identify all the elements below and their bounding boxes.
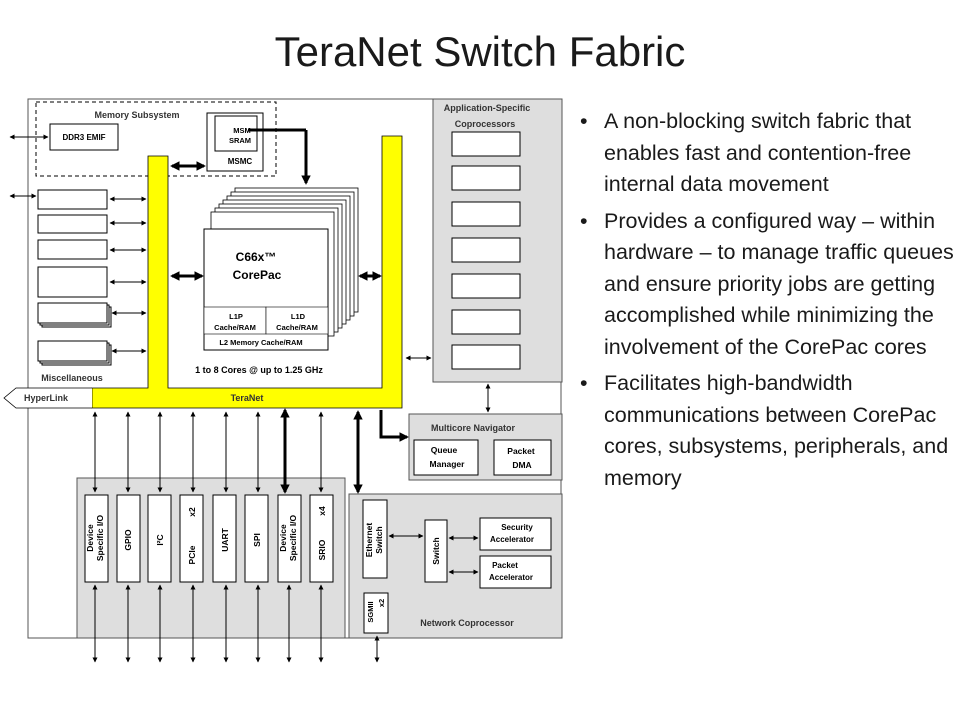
switch-block [424,519,448,583]
bullet-glyph: • [580,109,588,133]
network-coprocessor-label: Network Coprocessor [420,618,514,628]
coprocessor-slot [451,309,521,335]
uart-label: UART [220,527,230,551]
ddr3-emif-block [49,123,119,151]
l1p-label-1: L1P [229,312,243,321]
coprocessor-slot [451,237,521,263]
corepac-label-1: C66x™ [236,250,277,264]
queue-manager-label-2: Manager [430,459,466,469]
hyperlink-arrow [3,387,92,409]
coprocessor-slot [451,201,521,227]
security-accelerator-label-1: Security [501,523,533,532]
sgmii-label: SGMII [366,601,375,622]
msm-sram-label-1: MSM [233,126,251,135]
bullet-list: • A non-blocking switch fabric that enabl… [578,106,956,499]
l2-label: L2 Memory Cache/RAM [219,338,302,347]
app-coprocessors-label-2: Coprocessors [455,119,516,129]
gpio-label: GPIO [123,529,133,551]
bullet-item: • Provides a configured way – within hard… [578,206,956,364]
ddr3-emif-label: DDR3 EMIF [62,133,105,142]
slide-title: TeraNet Switch Fabric [274,28,686,75]
packet-dma-label-2: DMA [512,460,531,470]
msm-sram-block [214,115,258,152]
memory-subsystem-label: Memory Subsystem [94,110,179,120]
multicore-navigator-label: Multicore Navigator [431,423,516,433]
sgmii-block [363,592,389,634]
srio-label: SRIO [317,539,327,560]
i2c-label: I²C [155,534,165,545]
cores-label: 1 to 8 Cores @ up to 1.25 GHz [195,365,323,375]
app-coprocessors-label-1: Application-Specific [444,103,531,113]
misc-block [37,302,108,324]
security-accelerator-block [479,517,552,551]
l1p-block [203,306,267,335]
misc-block [37,239,108,260]
msmc-label: MSMC [228,157,253,166]
coprocessor-slot [451,165,521,191]
corepac-label-2: CorePac [233,268,282,282]
bullet-item: • A non-blocking switch fabric that enabl… [578,106,956,201]
packet-accelerator-label-2: Accelerator [489,573,533,582]
packet-accelerator-block [479,555,552,589]
teranet-bus [91,135,403,409]
l1d-label-1: L1D [291,312,306,321]
ethernet-switch-label-2: Switch [374,526,384,553]
bullet-glyph: • [580,208,588,233]
coprocessor-slot [451,273,521,299]
spi-label: SPI [252,533,262,547]
l1d-block [265,306,329,335]
queue-manager-block [413,439,479,476]
bullet-text: A non-blocking switch fabric that enable… [604,109,912,196]
misc-block [37,189,108,210]
packet-dma-block [493,439,552,476]
teranet-label: TeraNet [231,393,264,403]
security-accelerator-label-2: Accelerator [490,535,534,544]
dev-io-2-label-2: Specific I/O [288,514,298,561]
msm-sram-label-2: SRAM [229,136,251,145]
dev-io-2-label-1: Device [278,524,288,552]
dev-io-1-label-2: Specific I/O [95,514,105,561]
hyperlink-label: HyperLink [24,393,69,403]
coprocessor-slot [451,131,521,157]
packet-accelerator-label-1: Packet [492,561,518,570]
bullet-item: • Facilitates high-bandwidth communicatio… [578,368,956,494]
srio-lanes-label: x4 [317,506,327,516]
ethernet-switch-label-1: Ethernet [364,523,374,558]
peripheral-bus-arrows [92,411,324,493]
sgmii-lanes-label: x2 [377,599,386,607]
misc-block [37,340,108,362]
dev-io-1-label-1: Device [85,524,95,552]
packet-dma-label-1: Packet [507,446,535,456]
ethernet-switch-block [362,499,388,579]
miscellaneous-label: Miscellaneous [41,373,103,383]
bullet-text: Provides a configured way – within hardw… [604,208,954,359]
queue-manager-label-1: Queue [431,445,458,455]
bullet-glyph: • [580,371,588,395]
misc-block [37,214,108,234]
teranet-navigator-arrow [379,410,409,442]
pcie-lanes-label: x2 [187,507,197,517]
misc-block [37,266,108,298]
l1p-label-2: Cache/RAM [214,323,256,332]
bullet-text: Facilitates high-bandwidth communication… [604,371,949,490]
peripheral-external-arrows [92,584,324,663]
coprocessor-slot [451,344,521,370]
switch-label: Switch [431,537,441,564]
peripheral-slots [84,494,334,583]
pcie-label: PCIe [187,545,197,564]
l1d-label-2: Cache/RAM [276,323,318,332]
